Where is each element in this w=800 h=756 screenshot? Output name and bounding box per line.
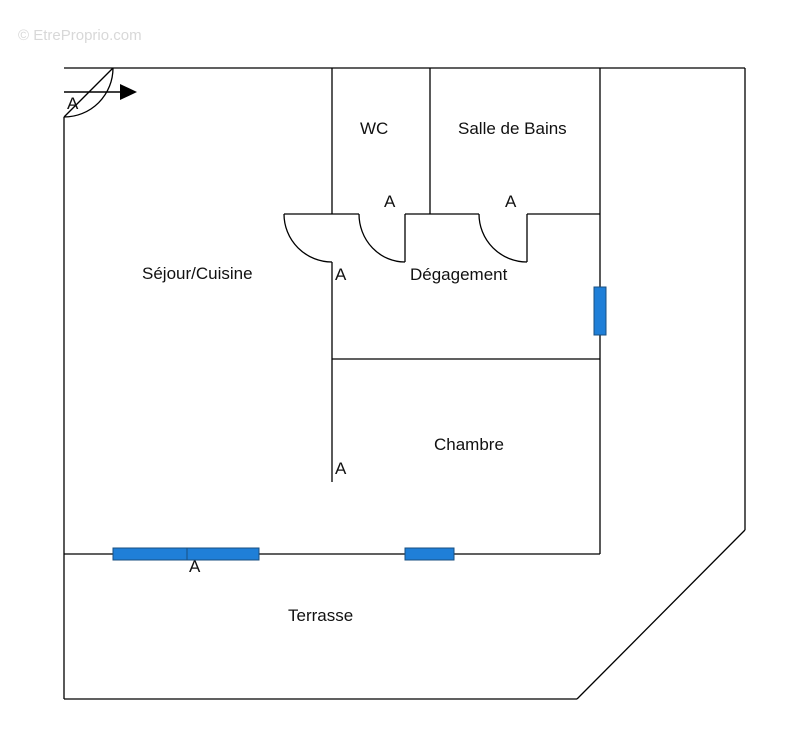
- door-marker-degagement: A: [335, 265, 347, 284]
- door-marker-bains: A: [505, 192, 517, 211]
- entrance-door: [63, 67, 137, 118]
- room-label-terrasse: Terrasse: [288, 606, 353, 625]
- door-marker-terrasse: A: [189, 557, 201, 576]
- room-label-wc: WC: [360, 119, 388, 138]
- window-degagement: [593, 286, 607, 336]
- room-label-chambre: Chambre: [434, 435, 504, 454]
- window-sejour-left: [112, 547, 188, 561]
- door-marker-wc: A: [384, 192, 396, 211]
- door-salle-de-bains: [478, 213, 528, 263]
- windows: [112, 286, 607, 561]
- door-marker-chambre: A: [335, 459, 347, 478]
- room-label-sejour: Séjour/Cuisine: [142, 264, 253, 283]
- room-label-salle-de-bains: Salle de Bains: [458, 119, 567, 138]
- room-label-degagement: Dégagement: [410, 265, 508, 284]
- entrance-arrow-icon: [120, 84, 137, 100]
- watermark: © EtreProprio.com: [18, 27, 142, 44]
- window-chambre: [404, 547, 455, 561]
- window-sejour-right: [186, 547, 260, 561]
- interior-walls: [64, 68, 601, 555]
- door-wc: [358, 213, 406, 263]
- exterior-walls: [63, 67, 746, 700]
- door-marker-entrance: A: [67, 94, 79, 113]
- door-sejour-degagement: [283, 213, 333, 263]
